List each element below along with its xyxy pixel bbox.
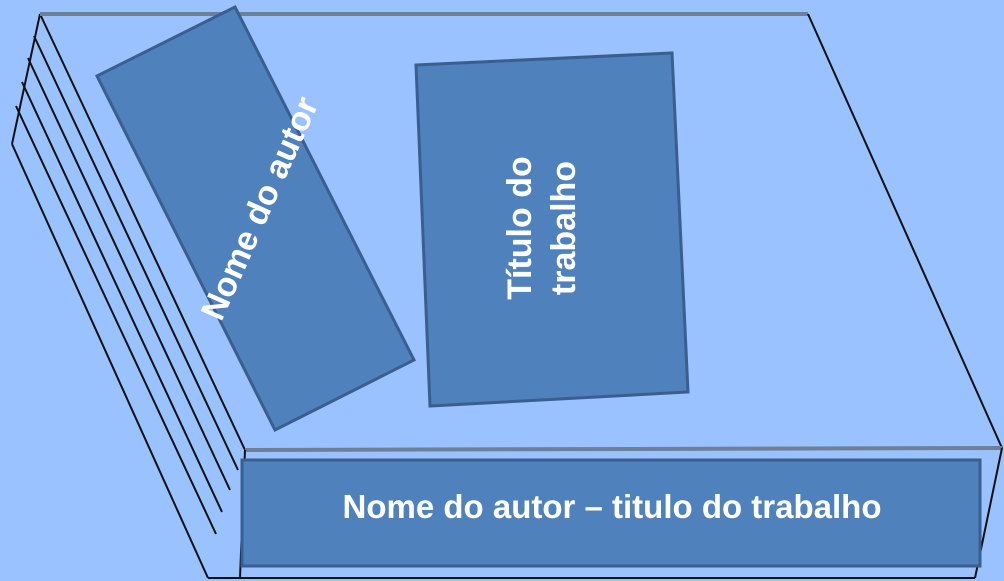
- work-title-label: Título do trabalho: [501, 156, 583, 300]
- spine-panel: [240, 458, 982, 568]
- page-edges: [11, 13, 246, 579]
- author-panel: [94, 4, 417, 433]
- title-panel: [414, 51, 690, 408]
- spine-text-label: Nome do autor – titulo do trabalho: [342, 488, 882, 525]
